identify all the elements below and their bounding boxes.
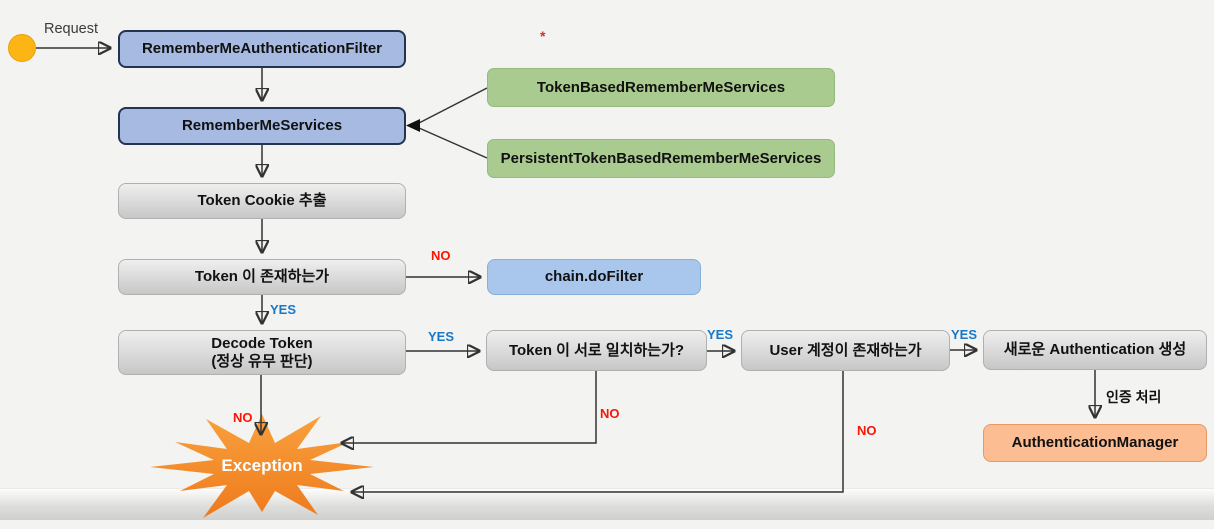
- edge-label-no-decode-token: NO: [233, 410, 253, 425]
- decode-token-line2: (정상 유무 판단): [211, 352, 313, 370]
- edge-persistent-to-services: [418, 127, 488, 159]
- node-token-cookie-extract: Token Cookie 추출: [118, 183, 406, 219]
- edge-label-auth-process: 인증 처리: [1106, 389, 1162, 405]
- node-create-authentication: 새로운 Authentication 생성: [983, 330, 1207, 370]
- node-persistent-token-based-remember-me-services: PersistentTokenBasedRememberMeServices: [487, 139, 835, 178]
- arrowhead-into-services: [406, 119, 420, 132]
- node-remember-me-authentication-filter: RememberMeAuthenticationFilter: [118, 30, 406, 68]
- node-authentication-manager: AuthenticationManager: [983, 424, 1207, 462]
- exception-starburst: [150, 414, 374, 518]
- edge-label-no-token-match: NO: [600, 406, 620, 421]
- request-label: Request: [44, 21, 99, 37]
- asterisk-mark: *: [540, 28, 546, 44]
- edge-label-yes-token-exists: YES: [270, 302, 297, 317]
- edge-label-yes-token-match: YES: [707, 327, 734, 342]
- edge-label-no-user-exists: NO: [857, 423, 877, 438]
- edge-label-no-token-exists: NO: [431, 248, 451, 263]
- exception-text: Exception: [221, 456, 303, 475]
- node-remember-me-services: RememberMeServices: [118, 107, 406, 145]
- node-decode-token: Decode Token (정상 유무 판단): [118, 330, 406, 375]
- node-chain-do-filter: chain.doFilter: [487, 259, 701, 295]
- node-token-match-check: Token 이 서로 일치하는가?: [486, 330, 707, 371]
- edge-label-yes-decode-token: YES: [428, 329, 455, 344]
- slide-footer-band: [0, 488, 1214, 520]
- node-user-exists-check: User 계정이 존재하는가: [741, 330, 950, 371]
- node-token-exists-check: Token 이 존재하는가: [118, 259, 406, 295]
- edge-user-no-to-exception: [352, 371, 844, 492]
- node-token-based-remember-me-services: TokenBasedRememberMeServices: [487, 68, 835, 107]
- edge-label-yes-user-exists: YES: [951, 327, 978, 342]
- edge-tokenbased-to-services: [418, 87, 488, 124]
- edge-match-no-to-exception: [342, 371, 597, 443]
- starburst-shape: [150, 414, 374, 518]
- start-circle: [8, 34, 36, 62]
- decode-token-line1: Decode Token: [211, 334, 313, 352]
